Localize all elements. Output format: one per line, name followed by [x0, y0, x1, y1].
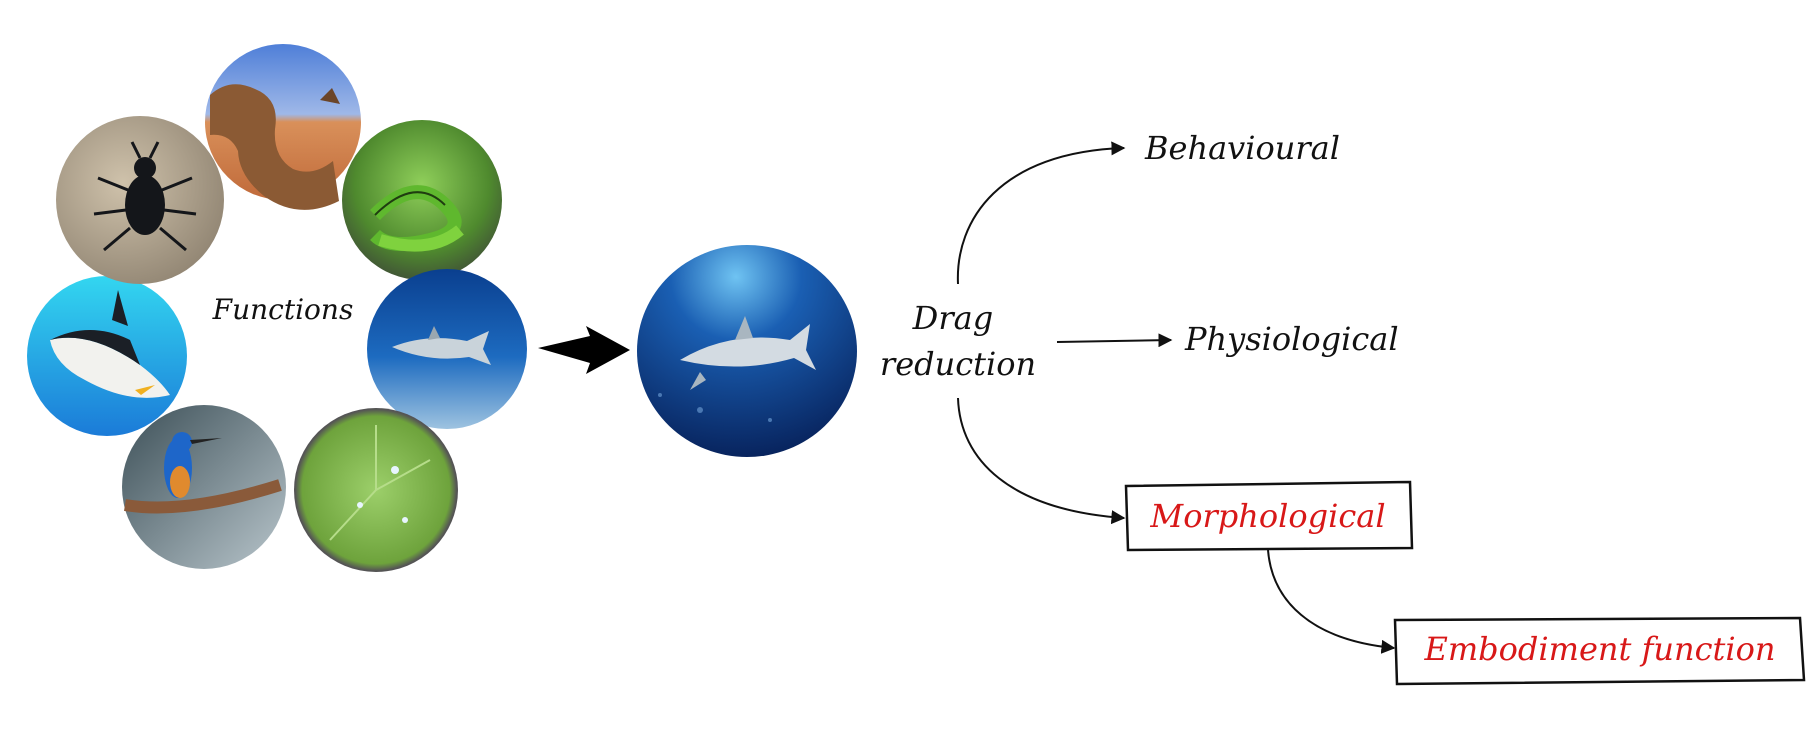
arrow-to-behavioural	[956, 141, 1126, 285]
center-shark-image	[637, 245, 857, 457]
shark-icon	[367, 269, 527, 429]
arrow-to-morphological	[957, 397, 1126, 525]
organism-ring: Functions	[27, 44, 527, 572]
arrow-to-embodiment	[1267, 549, 1396, 654]
big-arrow-icon	[538, 326, 630, 374]
lotus-leaf-icon	[294, 408, 458, 572]
morphological-box: Morphological	[1124, 480, 1414, 552]
camel-icon	[205, 44, 361, 210]
kingfisher-icon	[122, 405, 286, 569]
arrow-to-physiological	[1056, 333, 1173, 348]
drag-reduction-label: Drag reduction	[880, 299, 1036, 383]
embodiment-function-box: Embodiment function	[1393, 616, 1806, 686]
behavioural-label: Behavioural	[1144, 129, 1340, 167]
physiological-label: Physiological	[1184, 320, 1399, 358]
drag-reduction-line2: reduction	[880, 345, 1036, 383]
morphological-label: Morphological	[1149, 497, 1385, 535]
snake-icon	[342, 120, 502, 280]
penguin-icon	[27, 276, 187, 436]
beetle-icon	[56, 116, 224, 284]
embodiment-function-label: Embodiment function	[1423, 630, 1775, 668]
drag-reduction-line1: Drag	[912, 299, 994, 337]
functions-label: Functions	[212, 293, 354, 326]
